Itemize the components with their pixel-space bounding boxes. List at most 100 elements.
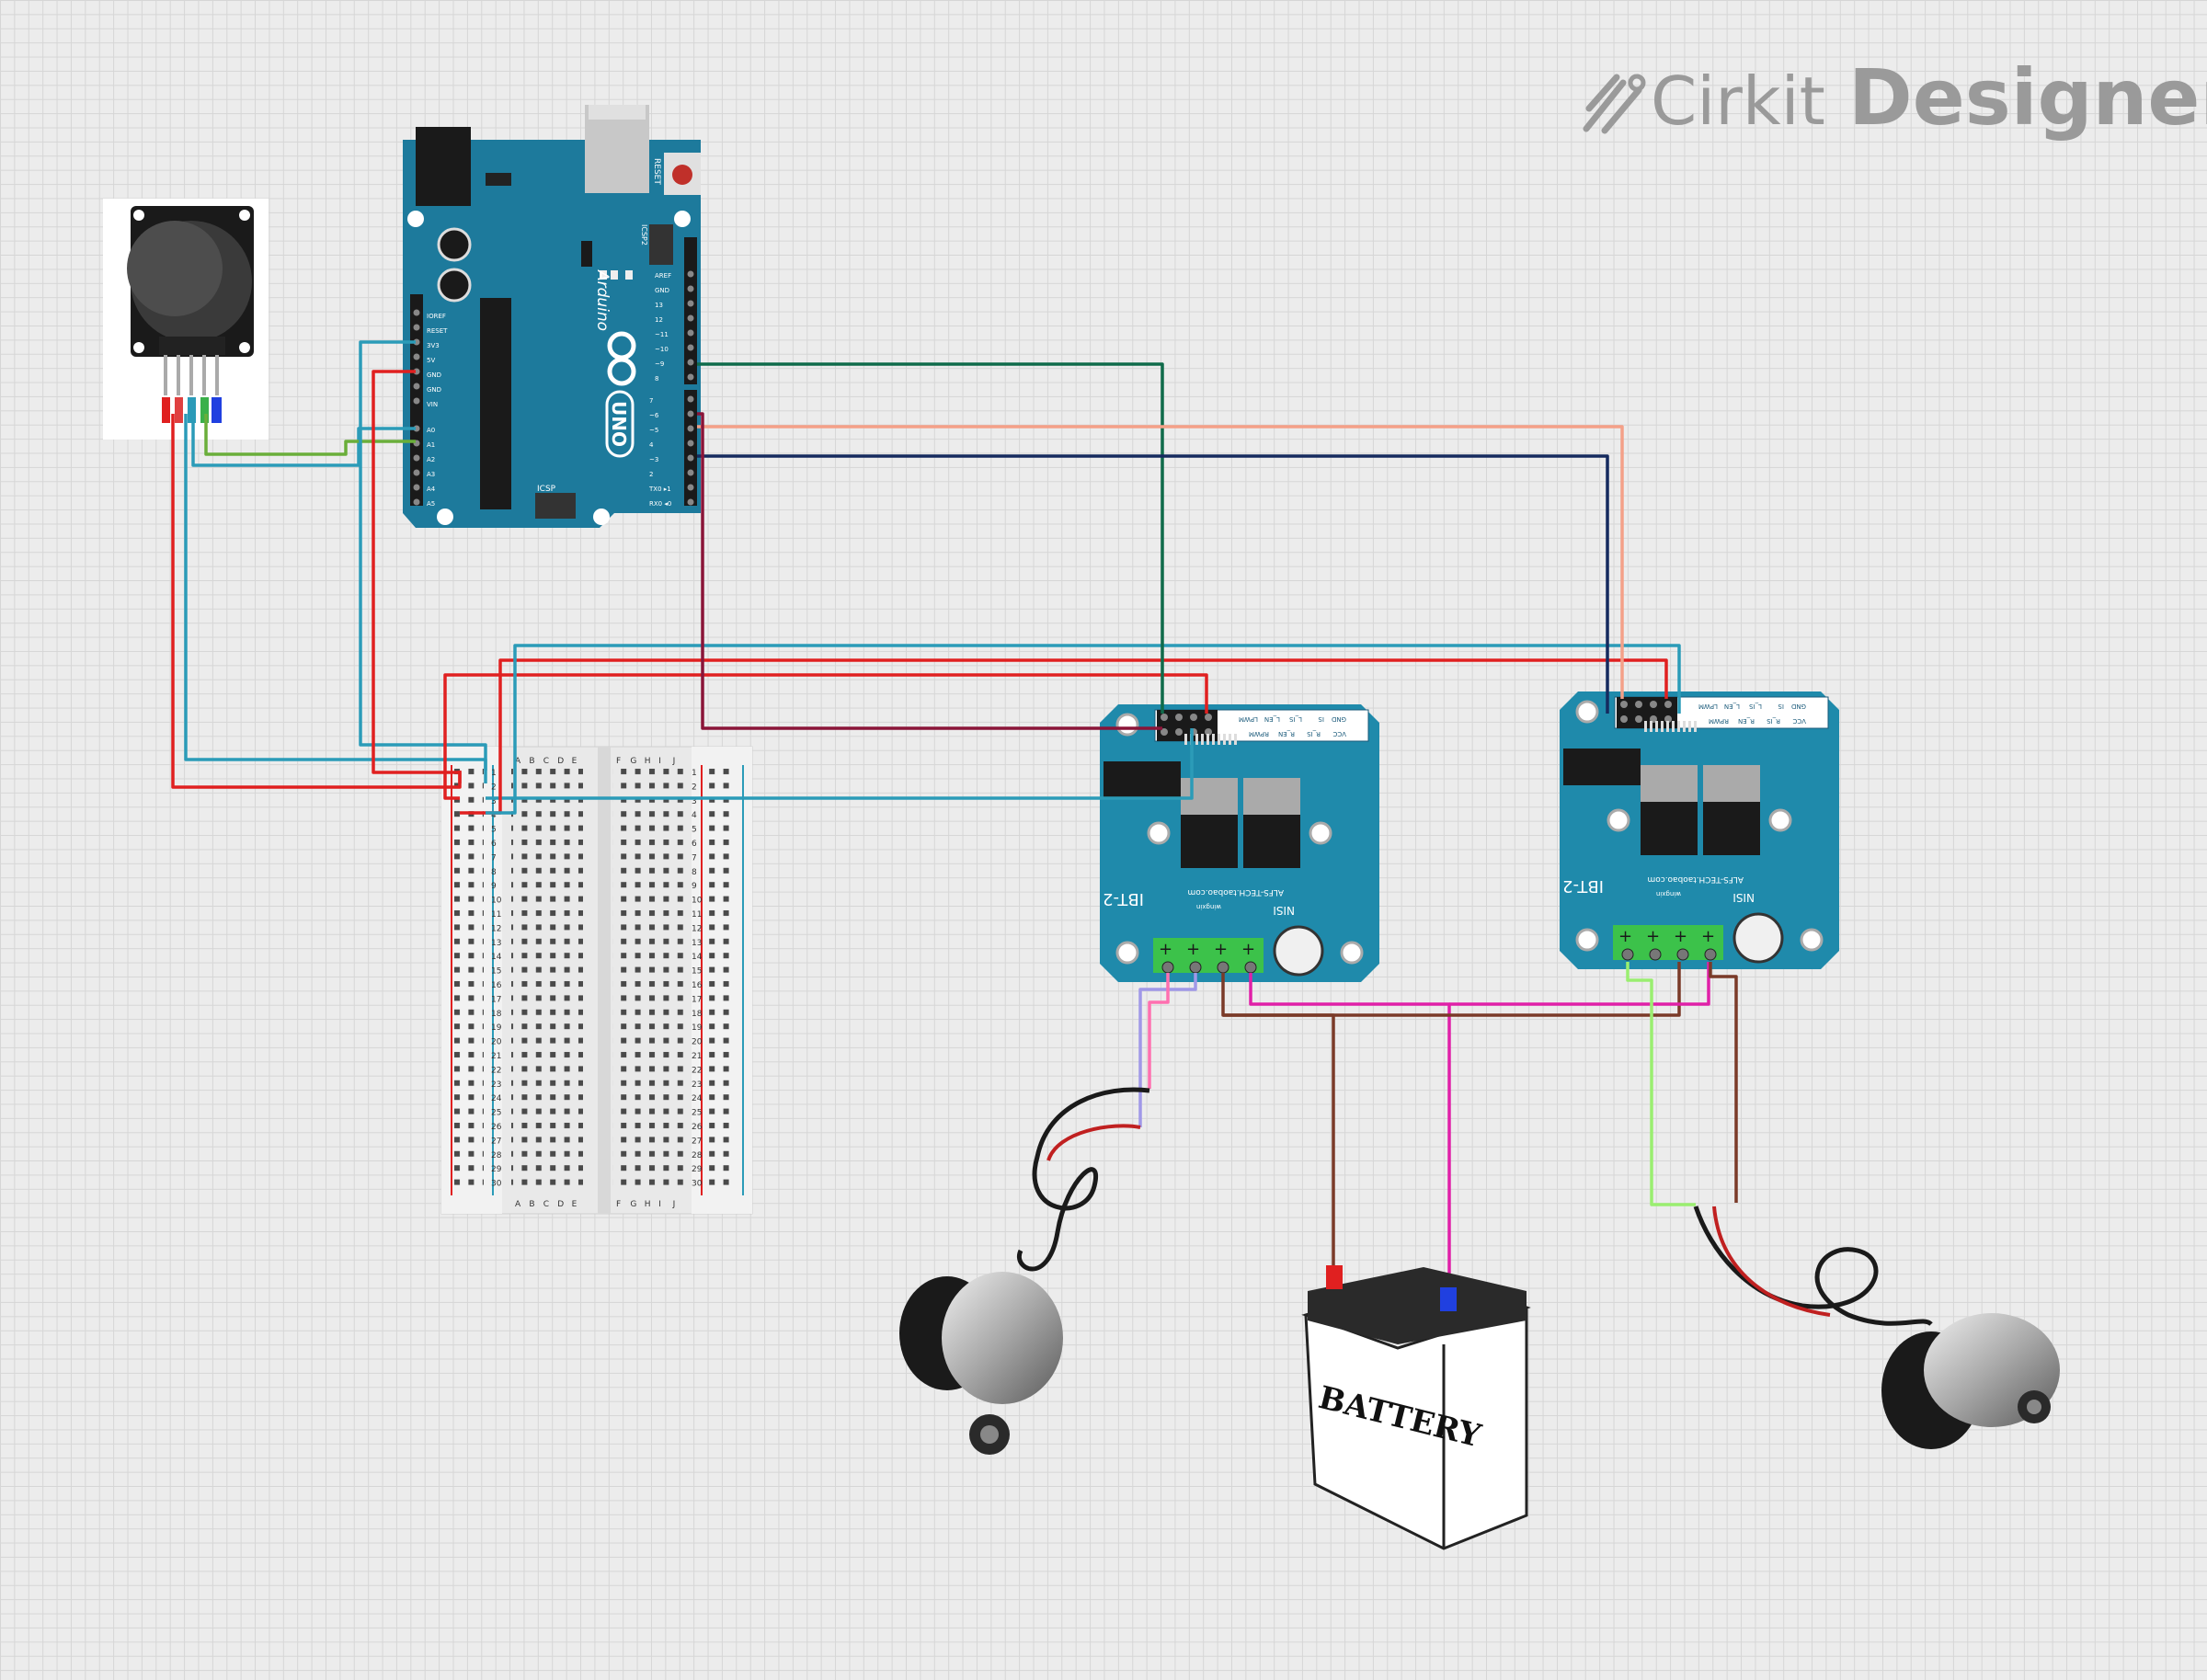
wire-driver1-gnd[interactable] xyxy=(486,728,1194,800)
wire-driver1-out2[interactable] xyxy=(1148,973,1170,1089)
terminal-socket[interactable] xyxy=(1704,948,1717,961)
digital-pin[interactable] xyxy=(687,498,694,506)
breadboard-row-label: 13 xyxy=(692,939,702,948)
digital-pin[interactable] xyxy=(687,484,694,491)
breadboard-row-label: 24 xyxy=(692,1094,703,1103)
joystick-pin-vrx[interactable] xyxy=(188,397,196,423)
wire-driver2-gnd[interactable] xyxy=(486,644,1681,815)
driver-pin[interactable] xyxy=(1664,701,1672,708)
power-pin[interactable] xyxy=(413,353,420,360)
breadboard-col-label: I xyxy=(658,757,661,766)
driver-pin-label: VCC xyxy=(1792,717,1806,725)
driver-maker: NISI xyxy=(1273,904,1295,917)
joystick-pin-sw[interactable] xyxy=(212,397,222,423)
digital-pin[interactable] xyxy=(687,425,694,432)
power-pin-label: GND xyxy=(427,386,441,394)
driver-pin[interactable] xyxy=(1620,701,1628,708)
breadboard-row-label: 4 xyxy=(491,811,497,820)
driver-label: IBT-2 xyxy=(1103,889,1144,909)
breadboard-col-label: H xyxy=(645,1200,651,1209)
digital-pin[interactable] xyxy=(687,314,694,322)
wire-driver2-out2[interactable] xyxy=(1709,962,1738,1203)
wire-driver2-bminus[interactable] xyxy=(1223,962,1681,1017)
terminal-socket[interactable] xyxy=(1649,948,1662,961)
driver-pin[interactable] xyxy=(1190,714,1197,721)
wire-driver2-out1[interactable] xyxy=(1626,962,1696,1206)
analog-pin[interactable] xyxy=(413,469,420,476)
breadboard-row-label: 8 xyxy=(692,868,697,877)
terminal-socket[interactable] xyxy=(1676,948,1689,961)
analog-pin[interactable] xyxy=(413,454,420,462)
reset-label: RESET xyxy=(652,158,661,185)
terminal-socket[interactable] xyxy=(1621,948,1634,961)
driver-pin[interactable] xyxy=(1161,728,1168,736)
wire-driver1-bminus[interactable] xyxy=(1221,973,1335,1278)
terminal-socket[interactable] xyxy=(1244,961,1257,974)
digital-pin[interactable] xyxy=(687,344,694,351)
digital-pin[interactable] xyxy=(687,373,694,381)
power-pin[interactable] xyxy=(413,309,420,316)
wire-pin6-driver1-rpwm[interactable] xyxy=(697,412,1162,730)
wire-joystick-vry[interactable] xyxy=(204,414,416,456)
arduino-uno[interactable]: RESET ICSP2 Arduino UNO ICSP IOREFRESET3… xyxy=(403,105,701,528)
power-pin[interactable] xyxy=(413,397,420,405)
driver-pin[interactable] xyxy=(1635,701,1642,708)
joystick-pin-gnd[interactable] xyxy=(162,397,170,423)
wire-pin5-driver2-lpwm[interactable] xyxy=(697,425,1624,699)
wire-driver1-vcc[interactable] xyxy=(443,673,1208,800)
wire-driver2-bplus[interactable] xyxy=(1449,962,1710,1006)
terminal-socket[interactable] xyxy=(1217,961,1229,974)
digital-pin[interactable] xyxy=(687,469,694,476)
driver-pin[interactable] xyxy=(1175,714,1183,721)
digital-pin[interactable] xyxy=(687,300,694,307)
analog-pin[interactable] xyxy=(413,484,420,491)
dc-motor-1[interactable] xyxy=(899,1087,1150,1455)
wire-arduino-3v3[interactable] xyxy=(359,340,487,783)
analog-pin[interactable] xyxy=(413,498,420,506)
breadboard-row-label: 12 xyxy=(491,924,501,933)
reset-button[interactable] xyxy=(672,165,692,185)
dc-motor-2[interactable] xyxy=(1693,1206,2060,1449)
digital-pin[interactable] xyxy=(687,440,694,447)
wire-arduino-5v[interactable] xyxy=(372,370,462,783)
cirkit-logo-icon xyxy=(1583,74,1646,134)
wire-driver1-bplus[interactable] xyxy=(1249,973,1451,1306)
breadboard-row-label: 20 xyxy=(491,1038,502,1047)
power-pin[interactable] xyxy=(413,324,420,331)
battery-negative-terminal[interactable] xyxy=(1440,1287,1457,1311)
breadboard-col-label: C xyxy=(543,757,549,766)
terminal-socket[interactable] xyxy=(1161,961,1174,974)
digital-pin[interactable] xyxy=(687,270,694,278)
driver-pin[interactable] xyxy=(1620,715,1628,723)
terminal-socket[interactable] xyxy=(1189,961,1202,974)
driver-pin[interactable] xyxy=(1161,714,1168,721)
digital-pin[interactable] xyxy=(687,454,694,462)
icsp-header xyxy=(535,493,576,519)
driver-pin[interactable] xyxy=(1635,715,1642,723)
breadboard-col-label: G xyxy=(630,1200,636,1209)
power-pin[interactable] xyxy=(413,383,420,390)
wire-joystick-vrx[interactable] xyxy=(191,414,416,467)
digital-pin[interactable] xyxy=(687,329,694,337)
battery-positive-terminal[interactable] xyxy=(1326,1265,1343,1289)
digital-pin[interactable] xyxy=(687,359,694,366)
joystick-pin-5v[interactable] xyxy=(175,397,183,423)
digital-pin[interactable] xyxy=(687,395,694,403)
terminal-screw-icon: + xyxy=(1674,927,1687,946)
wire-pin9-driver1-lpwm[interactable] xyxy=(697,362,1164,714)
battery[interactable]: BATTERY xyxy=(1301,1265,1531,1550)
driver-pin-label: L_EN xyxy=(1264,715,1280,723)
joystick-pin-vry[interactable] xyxy=(200,397,209,423)
driver-pin[interactable] xyxy=(1175,728,1183,736)
digital-pin[interactable] xyxy=(687,285,694,292)
breadboard-col-label: C xyxy=(543,1200,549,1209)
breadboard-row-label: 12 xyxy=(692,924,702,933)
joystick-module[interactable] xyxy=(103,199,269,440)
wire-pin3-driver2-rpwm[interactable] xyxy=(697,454,1609,714)
driver-pin[interactable] xyxy=(1205,714,1212,721)
digital-pin[interactable] xyxy=(687,410,694,417)
driver-pin[interactable] xyxy=(1650,701,1657,708)
